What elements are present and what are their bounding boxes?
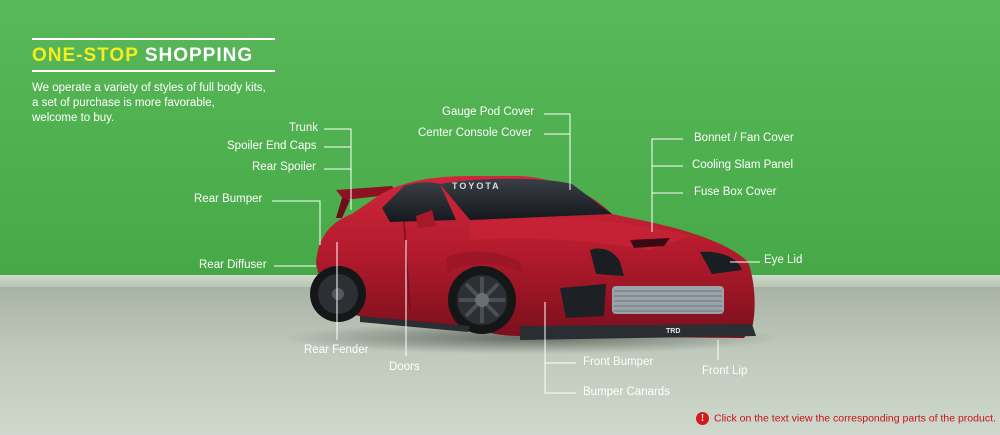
intro-line-1: We operate a variety of styles of full b… bbox=[32, 82, 266, 94]
headline-block: ONE-STOP SHOPPING bbox=[32, 38, 275, 72]
front-wheel bbox=[448, 266, 516, 334]
part-link-doors[interactable]: Doors bbox=[389, 361, 420, 373]
headline-bottom-rule bbox=[32, 70, 275, 72]
page-title: ONE-STOP SHOPPING bbox=[32, 40, 275, 70]
part-link-rear-bumper[interactable]: Rear Bumper bbox=[194, 193, 263, 205]
intercooler-grille bbox=[612, 286, 724, 314]
headline-top-rule bbox=[32, 38, 275, 40]
windshield-banner: TOYOTA bbox=[452, 181, 501, 191]
part-link-rear-fender[interactable]: Rear Fender bbox=[304, 344, 369, 356]
intro-text: We operate a variety of styles of full b… bbox=[32, 81, 292, 126]
title-accent: ONE-STOP bbox=[32, 45, 139, 66]
part-link-center-console-cover[interactable]: Center Console Cover bbox=[418, 127, 532, 139]
headlight bbox=[590, 248, 624, 276]
part-link-fuse-box-cover[interactable]: Fuse Box Cover bbox=[694, 186, 777, 198]
part-link-trunk[interactable]: Trunk bbox=[289, 122, 318, 134]
part-link-gauge-pod-cover[interactable]: Gauge Pod Cover bbox=[442, 106, 535, 118]
title-rest: SHOPPING bbox=[144, 45, 254, 66]
part-link-rear-diffuser[interactable]: Rear Diffuser bbox=[199, 259, 267, 271]
front-lip-shape bbox=[520, 324, 756, 340]
part-link-bonnet-fan-cover[interactable]: Bonnet / Fan Cover bbox=[694, 132, 794, 144]
rear-wheel bbox=[310, 266, 366, 322]
info-icon: ! bbox=[696, 412, 709, 425]
intro-line-3: welcome to buy. bbox=[32, 112, 115, 124]
side-window bbox=[382, 182, 456, 222]
part-link-rear-spoiler[interactable]: Rear Spoiler bbox=[252, 161, 316, 173]
part-link-front-bumper[interactable]: Front Bumper bbox=[583, 356, 654, 368]
part-link-cooling-slam-panel[interactable]: Cooling Slam Panel bbox=[692, 159, 794, 171]
trd-badge: TRD bbox=[666, 328, 680, 335]
click-notice: ! Click on the text view the correspondin… bbox=[696, 412, 996, 425]
part-link-front-lip[interactable]: Front Lip bbox=[702, 365, 748, 377]
part-link-spoiler-end-caps[interactable]: Spoiler End Caps bbox=[227, 140, 317, 152]
part-link-bumper-canards[interactable]: Bumper Canards bbox=[583, 386, 670, 398]
part-link-eye-lid[interactable]: Eye Lid bbox=[764, 254, 803, 266]
intro-line-2: a set of purchase is more favorable, bbox=[32, 97, 215, 109]
windshield bbox=[440, 178, 612, 220]
click-notice-text: Click on the text view the corresponding… bbox=[714, 412, 996, 425]
